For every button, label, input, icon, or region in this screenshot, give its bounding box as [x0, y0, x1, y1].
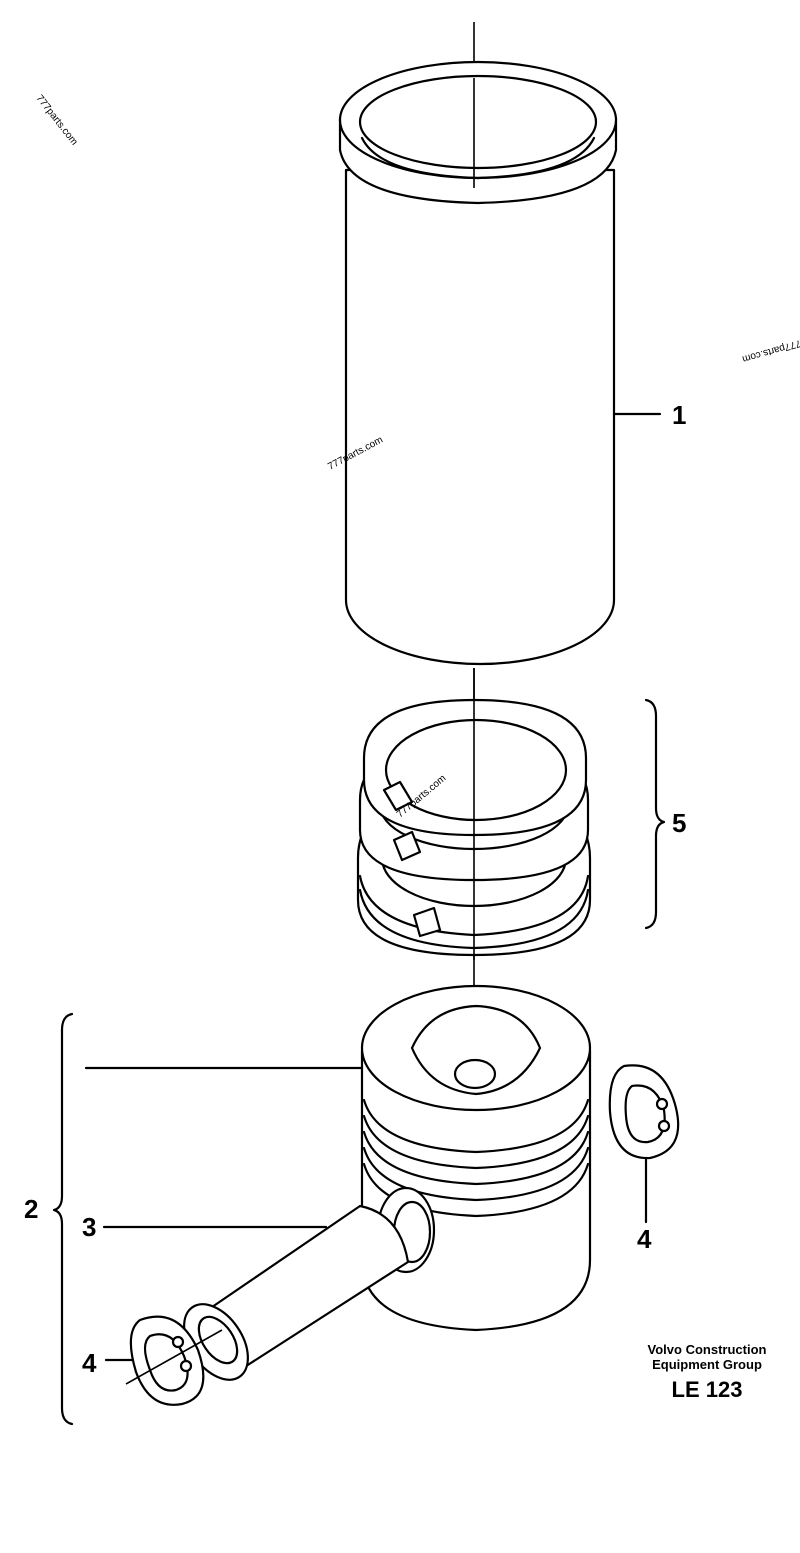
- callout-4-right: 4: [637, 1224, 652, 1254]
- leader-4-left-axis: [125, 1329, 223, 1385]
- piston-ring-set: [356, 668, 592, 960]
- watermark-right: 777parts.com: [741, 337, 800, 364]
- credit-line-2: Equipment Group: [652, 1357, 762, 1372]
- watermark-top-left: 777parts.com: [34, 93, 80, 148]
- callout-1: 1: [672, 400, 686, 430]
- callout-3: 3: [82, 1212, 96, 1242]
- circlip-right: [608, 1064, 680, 1160]
- piston: [360, 984, 592, 1332]
- credit-line-1: Volvo Construction: [648, 1342, 767, 1357]
- callout-2: 2: [24, 1194, 38, 1224]
- figure-code: LE 123: [672, 1377, 743, 1402]
- cylinder-liner: [338, 60, 618, 666]
- gudgeon-pin: [183, 1204, 410, 1381]
- callout-4-left: 4: [82, 1348, 97, 1378]
- bracket-2: [52, 1012, 74, 1426]
- bracket-5: [644, 698, 666, 930]
- callout-5: 5: [672, 808, 686, 838]
